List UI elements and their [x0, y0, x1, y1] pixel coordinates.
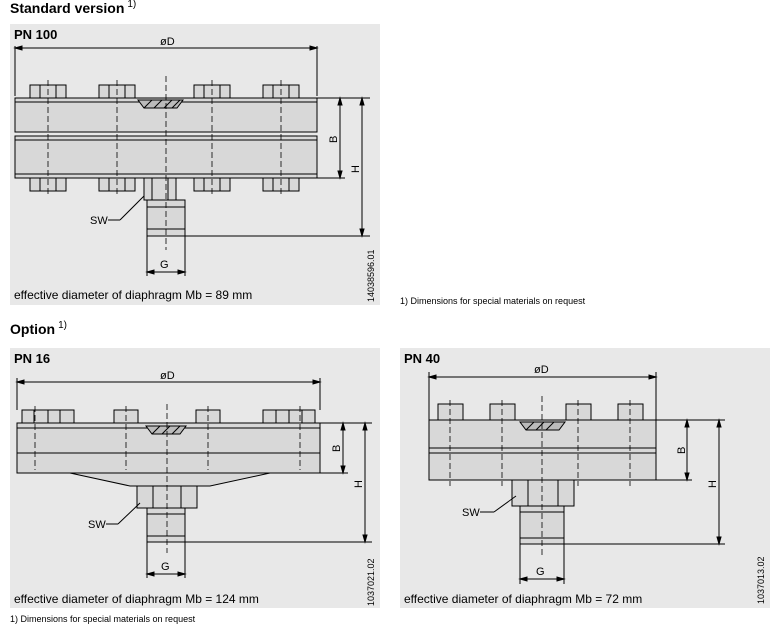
pn100-drawing-ref: 14038596.01 [366, 249, 376, 302]
pn100-dim-g: G [160, 259, 169, 271]
pn40-drawing: øD SW G B H [427, 364, 725, 584]
pn40-dim-b: B [676, 447, 688, 454]
pn40-dim-d: øD [534, 364, 549, 376]
pn16-dim-g: G [161, 561, 170, 573]
option-heading-text: Option [10, 321, 56, 337]
pn40-drawing-ref: 1037013.02 [756, 556, 766, 604]
option-heading-note: 1) [58, 320, 68, 331]
pn100-dim-h: H [350, 165, 362, 173]
pn100-dim-sw: SW [90, 215, 108, 227]
pn16-title: PN 16 [14, 351, 51, 366]
standard-version-heading-text: Standard version [10, 0, 125, 16]
pn100-drawing: øD SW G B H [13, 36, 370, 276]
standard-footnote: 1) Dimensions for special materials on r… [400, 296, 586, 306]
pn40-effective-diameter: effective diameter of diaphragm Mb = 72 … [404, 592, 643, 606]
pn100-drawing-panel: PN 100 [10, 24, 380, 305]
pn100-title: PN 100 [14, 27, 58, 42]
pn40-title: PN 40 [404, 351, 441, 366]
pn16-dim-h: H [353, 480, 365, 488]
option-footnote: 1) Dimensions for special materials on r… [10, 614, 196, 624]
pn40-dim-h: H [707, 480, 719, 488]
pn16-dim-d: øD [160, 370, 175, 382]
pn16-dim-sw: SW [88, 519, 106, 531]
standard-version-heading-note: 1) [127, 0, 137, 10]
pn40-dim-sw: SW [462, 507, 480, 519]
pn16-dim-b: B [331, 445, 343, 452]
pn16-drawing-ref: 1037021.02 [366, 558, 376, 606]
pn40-dim-g: G [536, 566, 545, 578]
pn16-drawing: øD SW G B H [15, 370, 372, 578]
pn100-dim-d: øD [160, 36, 175, 48]
pn100-effective-diameter: effective diameter of diaphragm Mb = 89 … [14, 288, 253, 302]
pn16-drawing-panel: PN 16 [10, 348, 380, 608]
pn100-dim-b: B [328, 136, 340, 143]
pn40-drawing-panel: PN 40 [400, 348, 770, 608]
pn16-effective-diameter: effective diameter of diaphragm Mb = 124… [14, 592, 259, 606]
